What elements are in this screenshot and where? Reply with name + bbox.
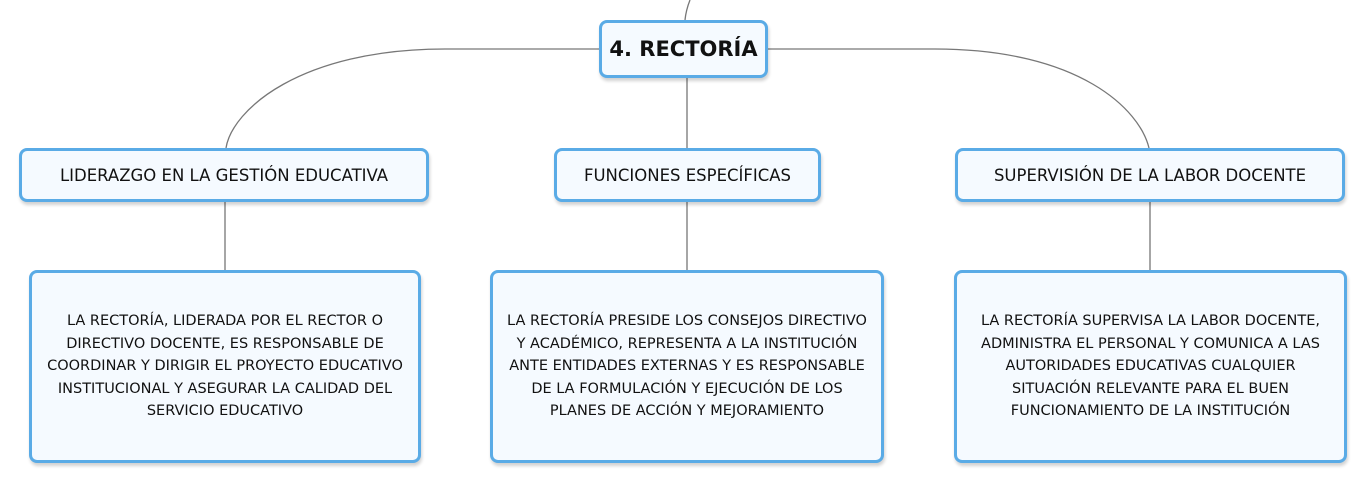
connector-parent-to-root bbox=[684, 0, 691, 21]
description-text: LA RECTORÍA PRESIDE LOS CONSEJOS DIRECTI… bbox=[507, 313, 867, 420]
topic-node-supervision[interactable]: SUPERVISIÓN DE LA LABOR DOCENTE bbox=[955, 148, 1345, 202]
description-node-leadership[interactable]: LA RECTORÍA, LIDERADA POR EL RECTOR O DI… bbox=[29, 270, 421, 463]
description-node-supervision[interactable]: LA RECTORÍA SUPERVISA LA LABOR DOCENTE, … bbox=[954, 270, 1347, 463]
topic-label: LIDERAZGO EN LA GESTIÓN EDUCATIVA bbox=[59, 165, 389, 185]
topic-label: SUPERVISIÓN DE LA LABOR DOCENTE bbox=[993, 165, 1307, 185]
root-label: 4. RECTORÍA bbox=[609, 37, 758, 61]
topic-label: FUNCIONES ESPECÍFICAS bbox=[583, 165, 792, 185]
connector-root-to-topic-3 bbox=[768, 48, 1150, 149]
description-node-functions[interactable]: LA RECTORÍA PRESIDE LOS CONSEJOS DIRECTI… bbox=[490, 270, 884, 463]
topic-node-leadership[interactable]: LIDERAZGO EN LA GESTIÓN EDUCATIVA bbox=[19, 148, 429, 202]
description-text: LA RECTORÍA, LIDERADA POR EL RECTOR O DI… bbox=[47, 313, 403, 420]
connector-root-to-topic-1 bbox=[225, 48, 599, 149]
topic-node-functions[interactable]: FUNCIONES ESPECÍFICAS bbox=[554, 148, 821, 202]
root-node[interactable]: 4. RECTORÍA bbox=[599, 20, 768, 78]
description-text: LA RECTORÍA SUPERVISA LA LABOR DOCENTE, … bbox=[980, 313, 1321, 420]
